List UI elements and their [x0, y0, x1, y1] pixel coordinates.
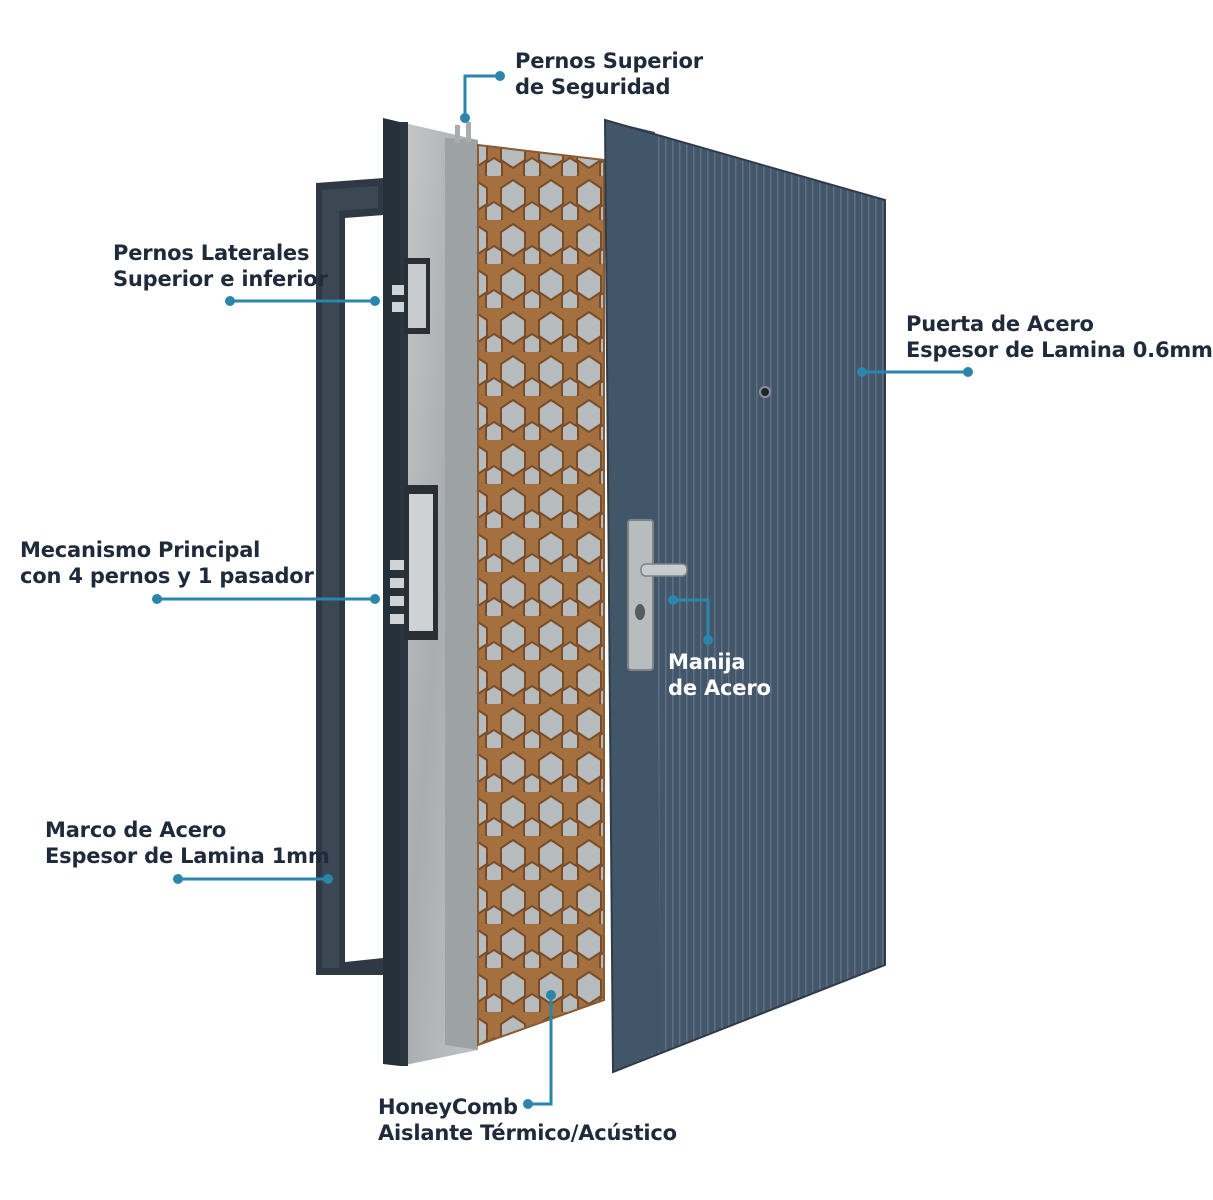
steel-handle: [627, 519, 688, 671]
callout-dots: [152, 71, 973, 1109]
side-bolts-label: Pernos Laterales Superior e inferior: [113, 240, 328, 292]
main-mechanism-label: Mecanismo Principal con 4 pernos y 1 pas…: [20, 537, 314, 589]
top-security-bolts: [455, 122, 471, 143]
callout-lines: [157, 74, 968, 1106]
side-bolts-label-line1: Pernos Laterales: [113, 241, 310, 265]
frame-label-line2: Espesor de Lamina 1mm: [45, 844, 330, 868]
door-panel-label-line2: Espesor de Lamina 0.6mm: [906, 338, 1213, 362]
honeycomb-label: HoneyComb Aislante Térmico/Acústico: [378, 1094, 677, 1146]
side-bolts-label-line2: Superior e inferior: [113, 267, 328, 291]
steel-frame: [316, 178, 383, 975]
top-bolts-label: Pernos Superior de Seguridad: [515, 48, 703, 100]
top-bolts-label-line1: Pernos Superior: [515, 49, 703, 73]
door-inner-leaf: [383, 118, 478, 1066]
door-panel-label-line1: Puerta de Acero: [906, 312, 1094, 336]
frame-label: Marco de Acero Espesor de Lamina 1mm: [45, 817, 330, 869]
main-mechanism-label-line2: con 4 pernos y 1 pasador: [20, 564, 314, 588]
top-bolts-label-line2: de Seguridad: [515, 75, 671, 99]
door-panel-label: Puerta de Acero Espesor de Lamina 0.6mm: [906, 311, 1213, 363]
main-lock-mechanism: [390, 485, 438, 640]
honeycomb-label-line1: HoneyComb: [378, 1095, 518, 1119]
handle-label-line1: Manija: [668, 650, 746, 674]
handle-label: Manija de Acero: [668, 649, 771, 701]
main-mechanism-label-line1: Mecanismo Principal: [20, 538, 261, 562]
honeycomb-core: [477, 143, 605, 1047]
honeycomb-label-line2: Aislante Térmico/Acústico: [378, 1121, 677, 1145]
frame-label-line1: Marco de Acero: [45, 818, 227, 842]
side-bolt-lock: [392, 258, 430, 334]
handle-label-line2: de Acero: [668, 676, 771, 700]
